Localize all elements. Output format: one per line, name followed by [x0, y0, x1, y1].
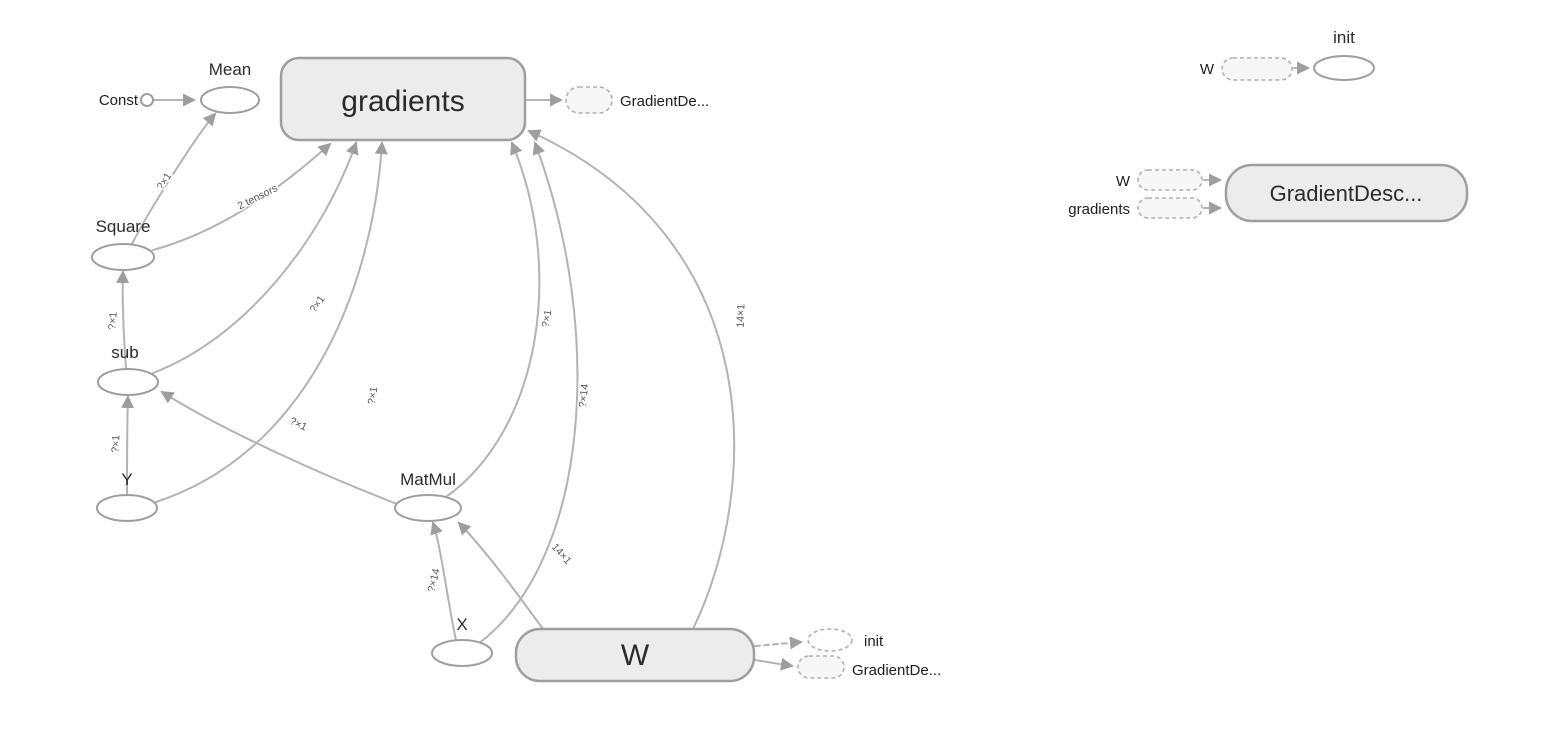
w-grad-out-stub[interactable] — [797, 655, 845, 679]
gradients-out-stub[interactable] — [565, 86, 613, 114]
edge-label-square-gradients: 2 tensors — [236, 182, 280, 212]
aux-gd-input-gradients-label: gradients — [1068, 201, 1130, 218]
w-grad-out-label: GradientDe... — [852, 662, 941, 679]
edge-label-w-gradients: 14×1 — [735, 304, 748, 328]
w-gradient-ref[interactable]: GradientDe... — [797, 655, 941, 679]
aux-gd-title: GradientDesc... — [1270, 181, 1423, 206]
gd-metanode-rect[interactable] — [1224, 163, 1469, 223]
edge-label-y-gradients: ?×1 — [366, 386, 381, 406]
aux-init-input-label: W — [1200, 61, 1215, 78]
edge-label-matmul-gradients: ?×1 — [540, 309, 555, 329]
edge-square-gradients — [152, 142, 332, 251]
node-square-label: Square — [96, 217, 151, 236]
square-op-ellipse[interactable] — [91, 243, 155, 271]
aux-init-input-stub[interactable] — [1221, 57, 1293, 81]
edge-label-x-matmul: ?×14 — [426, 567, 443, 593]
aux-gd-input-gradients-stub[interactable] — [1137, 197, 1203, 219]
x-op-ellipse[interactable] — [431, 639, 493, 667]
w-metanode-rect[interactable] — [514, 627, 756, 683]
edge-label-y-sub: ?×1 — [110, 434, 123, 453]
edge-square-mean — [131, 112, 217, 245]
edge-matmul-gradients — [445, 141, 541, 498]
edge-w-matmul — [457, 521, 544, 630]
w-init-out-stub[interactable] — [807, 628, 853, 652]
aux-gd-input-w-label: W — [1116, 173, 1131, 190]
node-gradients-label: gradients — [341, 85, 464, 118]
aux-init-title: init — [1333, 28, 1355, 47]
node-mean[interactable]: Mean — [200, 60, 260, 114]
edge-labels-layer: ?×1 2 tensors ?×1 ?×1 ?×1 ?×1 ?×1 ?×1 ?×… — [105, 169, 749, 595]
node-const-label: Const — [99, 92, 139, 109]
node-gradients[interactable]: gradients — [279, 56, 527, 142]
gradients-out-label: GradientDe... — [620, 93, 709, 110]
mean-op-ellipse[interactable] — [200, 86, 260, 114]
edge-x-gradients — [477, 141, 579, 645]
edge-y-sub — [121, 395, 135, 496]
node-sub-label: sub — [111, 343, 138, 362]
sub-op-ellipse[interactable] — [97, 368, 159, 396]
matmul-op-ellipse[interactable] — [394, 494, 462, 522]
edge-label-w-matmul: 14×1 — [549, 541, 574, 567]
edge-label-matmul-sub: ?×1 — [288, 415, 309, 433]
node-w[interactable]: W — [514, 627, 756, 683]
node-y-label: Y — [121, 470, 132, 489]
edge-sub-square — [116, 270, 130, 370]
aux-gradient-descent-group[interactable]: W gradients GradientDesc... — [1068, 163, 1469, 223]
edge-label-square-mean: ?×1 — [155, 170, 175, 192]
edge-w-gradients — [527, 129, 736, 630]
y-op-ellipse[interactable] — [96, 494, 158, 522]
edge-sub-gradients — [152, 141, 359, 374]
node-x-label: X — [456, 615, 467, 634]
edge-w-grad-out — [754, 657, 794, 671]
w-init-out-label: init — [864, 633, 884, 650]
node-const[interactable]: Const — [99, 92, 154, 109]
node-square[interactable]: Square — [91, 217, 155, 271]
node-matmul-label: MatMul — [400, 470, 456, 489]
edge-label-x-gradients: ?×14 — [577, 383, 591, 408]
node-w-label: W — [621, 639, 650, 672]
gradients-output-ref[interactable]: GradientDe... — [565, 86, 709, 114]
w-init-ref[interactable]: init — [807, 628, 884, 652]
edges-layer — [116, 93, 803, 671]
aux-init-group[interactable]: init W — [1200, 28, 1375, 81]
aux-gd-input-w-stub[interactable] — [1137, 169, 1203, 191]
node-y[interactable]: Y — [96, 470, 158, 522]
edge-label-sub-square: ?×1 — [106, 311, 119, 330]
gradients-metanode-rect[interactable] — [279, 56, 527, 142]
const-op-circle[interactable] — [140, 93, 154, 107]
node-x[interactable]: X — [431, 615, 493, 667]
edge-y-gradients — [155, 141, 388, 503]
node-mean-label: Mean — [209, 60, 252, 79]
node-matmul[interactable]: MatMul — [394, 470, 462, 522]
aux-init-op-ellipse[interactable] — [1313, 55, 1375, 81]
edge-w-init-out — [754, 636, 803, 650]
edge-x-matmul — [430, 521, 457, 641]
edge-matmul-sub — [160, 390, 398, 505]
edge-label-sub-gradients: ?×1 — [308, 293, 328, 315]
node-sub[interactable]: sub — [97, 343, 159, 396]
